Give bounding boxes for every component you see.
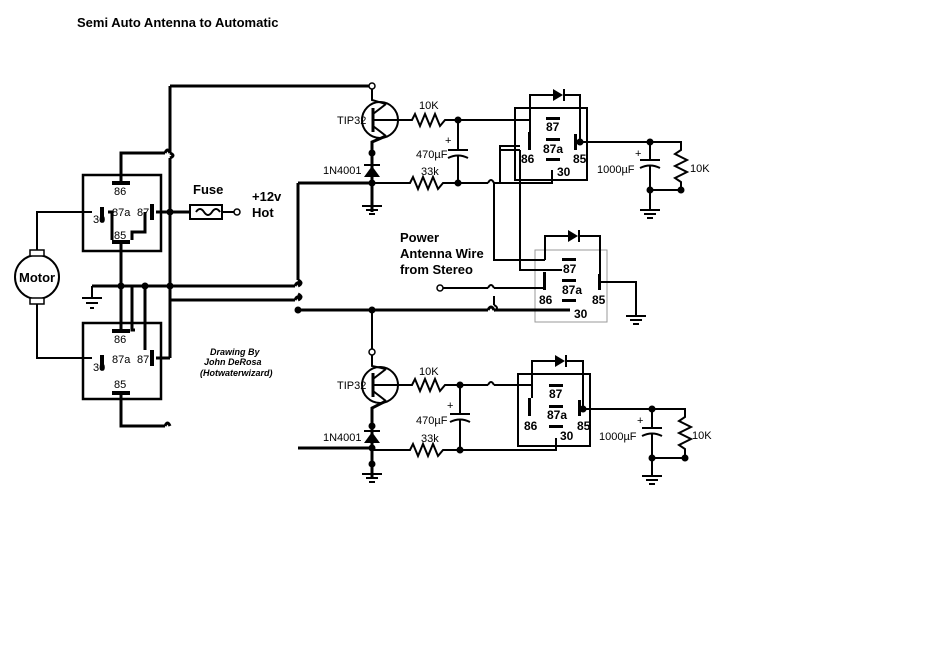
diode-label: 1N4001 bbox=[323, 165, 362, 177]
pin-86: 86 bbox=[521, 152, 535, 166]
motor-label: Motor bbox=[19, 270, 55, 285]
plus-sign: + bbox=[635, 148, 641, 160]
cap-1000-label: 1000µF bbox=[597, 164, 635, 176]
pin-86: 86 bbox=[114, 334, 126, 346]
cap-470-label: 470µF bbox=[416, 415, 448, 427]
plus-sign: + bbox=[445, 135, 451, 147]
tip32-label: TIP32 bbox=[337, 380, 366, 392]
pin-86: 86 bbox=[114, 186, 126, 198]
left-relay-lower: 86 30 87a 87 85 bbox=[81, 321, 163, 401]
pin-87: 87 bbox=[546, 120, 560, 134]
fuse-label: Fuse bbox=[193, 182, 223, 197]
diode-upper: 1N4001 bbox=[323, 164, 380, 177]
wire-motor-top bbox=[36, 211, 92, 250]
plus-sign: + bbox=[637, 415, 643, 427]
pin-87a: 87a bbox=[547, 408, 567, 422]
diode-label: 1N4001 bbox=[323, 432, 362, 444]
pin-85: 85 bbox=[114, 230, 126, 242]
pin-85: 85 bbox=[592, 293, 606, 307]
pin-30: 30 bbox=[574, 307, 588, 321]
pin-30: 30 bbox=[93, 214, 105, 226]
credit-line-2: John DeRosa bbox=[204, 357, 262, 367]
supply-voltage: +12v bbox=[252, 189, 282, 204]
supply-hot: Hot bbox=[252, 205, 274, 220]
resistor-33k-label: 33k bbox=[421, 166, 439, 178]
relay-upper-right: 87 87a 86 85 30 bbox=[514, 107, 588, 181]
pin-87: 87 bbox=[563, 262, 577, 276]
resistor-33k-label: 33k bbox=[421, 433, 439, 445]
relay-lower-right: 87 87a 86 85 30 bbox=[517, 373, 591, 447]
pin-87a: 87a bbox=[543, 142, 563, 156]
pin-87a: 87a bbox=[112, 354, 131, 366]
transistor-upper: TIP32 bbox=[337, 101, 399, 139]
antenna-label-2: Antenna Wire bbox=[400, 246, 484, 261]
motor: Motor bbox=[14, 249, 60, 305]
diode-lower: 1N4001 bbox=[323, 430, 380, 444]
diagram-title: Semi Auto Antenna to Automatic bbox=[77, 15, 279, 30]
resistor-load-label: 10K bbox=[690, 163, 710, 175]
credit-line-1: Drawing By bbox=[210, 347, 261, 357]
cap-1000-label: 1000µF bbox=[599, 431, 637, 443]
pin-87: 87 bbox=[549, 387, 563, 401]
pin-85: 85 bbox=[577, 419, 591, 433]
pin-87: 87 bbox=[137, 354, 149, 366]
pin-30: 30 bbox=[560, 429, 574, 443]
antenna-label-1: Power bbox=[400, 230, 439, 245]
antenna-label-3: from Stereo bbox=[400, 262, 473, 277]
cap-470-label: 470µF bbox=[416, 149, 448, 161]
transistor-lower: TIP32 bbox=[337, 366, 399, 404]
pin-86: 86 bbox=[524, 419, 538, 433]
pin-86: 86 bbox=[539, 293, 553, 307]
pin-87a: 87a bbox=[562, 283, 582, 297]
left-relay-upper: 86 30 87a 87 85 bbox=[81, 173, 163, 253]
pin-30: 30 bbox=[93, 362, 105, 374]
resistor-10k-label: 10K bbox=[419, 100, 439, 112]
pin-85: 85 bbox=[114, 379, 126, 391]
resistor-load-label: 10K bbox=[692, 430, 712, 442]
pin-85: 85 bbox=[573, 152, 587, 166]
tip32-label: TIP32 bbox=[337, 115, 366, 127]
fuse: Fuse bbox=[189, 182, 241, 220]
credit-line-3: (Hotwaterwizard) bbox=[200, 368, 273, 378]
resistor-10k-label: 10K bbox=[419, 366, 439, 378]
pin-30: 30 bbox=[557, 165, 571, 179]
wire-motor-bottom bbox=[36, 304, 92, 359]
pin-87: 87 bbox=[137, 207, 149, 219]
plus-sign: + bbox=[447, 400, 453, 412]
pin-87a: 87a bbox=[112, 207, 131, 219]
